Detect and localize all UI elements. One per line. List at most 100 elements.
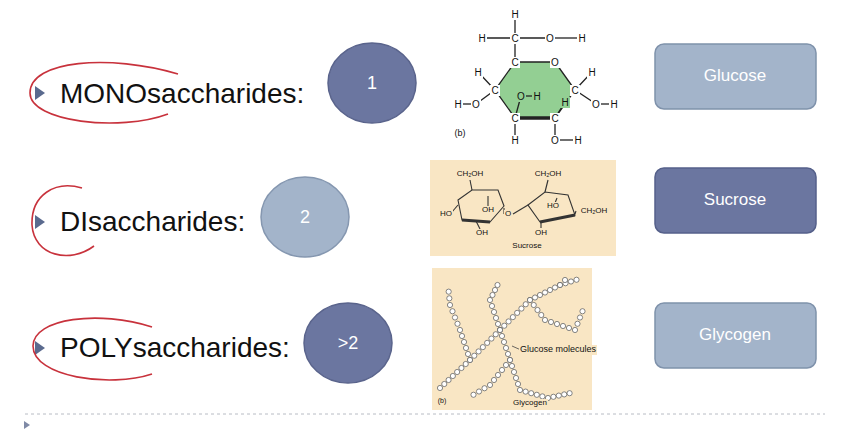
glucose-unit — [551, 394, 556, 399]
example-box: Glycogen — [654, 302, 817, 369]
atom: O — [550, 135, 560, 146]
count-circle: 2 — [260, 176, 350, 258]
glucose-unit — [510, 315, 515, 320]
structure-name: Sucrose — [511, 242, 542, 251]
glucose-unit — [537, 292, 542, 297]
glucose-unit — [574, 277, 579, 282]
glucose-unit — [447, 302, 452, 307]
atom: H — [473, 67, 482, 78]
count-circle: 1 — [327, 42, 417, 124]
glucose-unit — [457, 327, 462, 332]
glucose-unit — [577, 315, 582, 320]
atom: C — [510, 113, 519, 124]
atom: O — [516, 91, 526, 102]
glucose-unit — [437, 385, 442, 390]
glucose-unit — [461, 339, 466, 344]
figure-tag: (b) — [454, 129, 467, 139]
sucrose-structure — [452, 180, 576, 229]
glucose-unit — [506, 319, 511, 324]
glucose-unit — [580, 309, 585, 314]
glucose-unit — [497, 327, 502, 332]
atom: O — [550, 57, 560, 68]
glycogen-panel — [432, 268, 592, 410]
glucose-unit — [523, 389, 528, 394]
row-heading: POLYsaccharides: — [60, 333, 290, 364]
glucose-unit — [442, 381, 447, 386]
glucose-unit — [493, 332, 498, 337]
node-text: Sucrose — [696, 186, 774, 214]
glucose-unit — [556, 393, 561, 398]
glucose-unit — [476, 349, 481, 354]
node-text: 1 — [359, 69, 385, 98]
glycogen-chains — [437, 277, 585, 400]
glucose-structure — [458, 14, 614, 140]
glucose-unit — [531, 302, 536, 307]
glucose-unit — [467, 357, 472, 362]
footer-bullet — [24, 421, 30, 429]
bullet — [35, 341, 45, 355]
atom: C — [570, 85, 579, 96]
group-formula: CH₂OH — [534, 170, 563, 179]
group-formula: CH₂OH — [580, 207, 609, 216]
glucose-unit — [552, 285, 557, 290]
glucose-unit — [487, 382, 492, 387]
glucose-unit — [480, 345, 485, 350]
glucose-unit — [485, 340, 490, 345]
node-text: Glucose — [696, 62, 774, 90]
glucose-unit — [446, 289, 451, 294]
glucose-unit — [499, 367, 504, 372]
glucose-unit — [447, 296, 452, 301]
group-formula: HO — [546, 202, 560, 211]
glucose-unit — [497, 327, 502, 332]
glucose-unit — [560, 323, 565, 328]
atom: H — [477, 33, 486, 44]
glucose-unit — [542, 290, 547, 295]
glucose-unit — [527, 297, 532, 302]
glucose-unit — [502, 323, 507, 328]
glucose-unit — [568, 279, 573, 284]
glucose-unit — [450, 309, 455, 314]
atom: H — [510, 9, 519, 20]
row-heading: MONOsaccharides: — [60, 79, 304, 110]
glucose-unit — [567, 391, 572, 396]
atom: H — [573, 135, 582, 146]
glucose-unit — [532, 295, 537, 300]
glucose-unit — [562, 392, 567, 397]
node-text: Glycogen — [691, 321, 779, 349]
structure-name: Glycogen — [512, 399, 548, 408]
group-formula: CH₂OH — [456, 170, 485, 179]
glucose-unit — [503, 362, 508, 367]
atom: H — [587, 67, 596, 78]
example-box: Sucrose — [654, 167, 817, 234]
glucose-unit — [452, 315, 457, 320]
glucose-unit — [463, 361, 468, 366]
sucrose-panel — [430, 160, 616, 256]
glucose-unit — [515, 381, 520, 386]
bullet — [35, 86, 45, 100]
glucose-unit — [529, 391, 534, 396]
glucose-unit — [489, 336, 494, 341]
glucose-unit — [459, 365, 464, 370]
glucose-unit — [575, 321, 580, 326]
glucose-unit — [515, 310, 520, 315]
glucose-unit — [566, 325, 571, 330]
glucose-unit — [446, 377, 451, 382]
glucose-unit — [509, 363, 514, 368]
glucose-unit — [482, 386, 487, 391]
glucose-unit — [539, 312, 544, 317]
example-box: Glucose — [654, 43, 817, 110]
atom: C — [490, 85, 499, 96]
glucose-unit — [467, 357, 472, 362]
glucose-unit — [471, 392, 476, 397]
atom: H — [609, 99, 618, 110]
glucose-unit — [489, 303, 494, 308]
glucose-unit — [517, 387, 522, 392]
glucose-unit — [472, 353, 477, 358]
bullet — [35, 215, 45, 229]
glucose-unit — [476, 389, 481, 394]
glucose-unit — [513, 375, 518, 380]
atom: H — [560, 97, 569, 108]
glucose-unit — [490, 292, 495, 297]
node-text: 2 — [292, 203, 318, 232]
atom: H — [510, 135, 519, 146]
